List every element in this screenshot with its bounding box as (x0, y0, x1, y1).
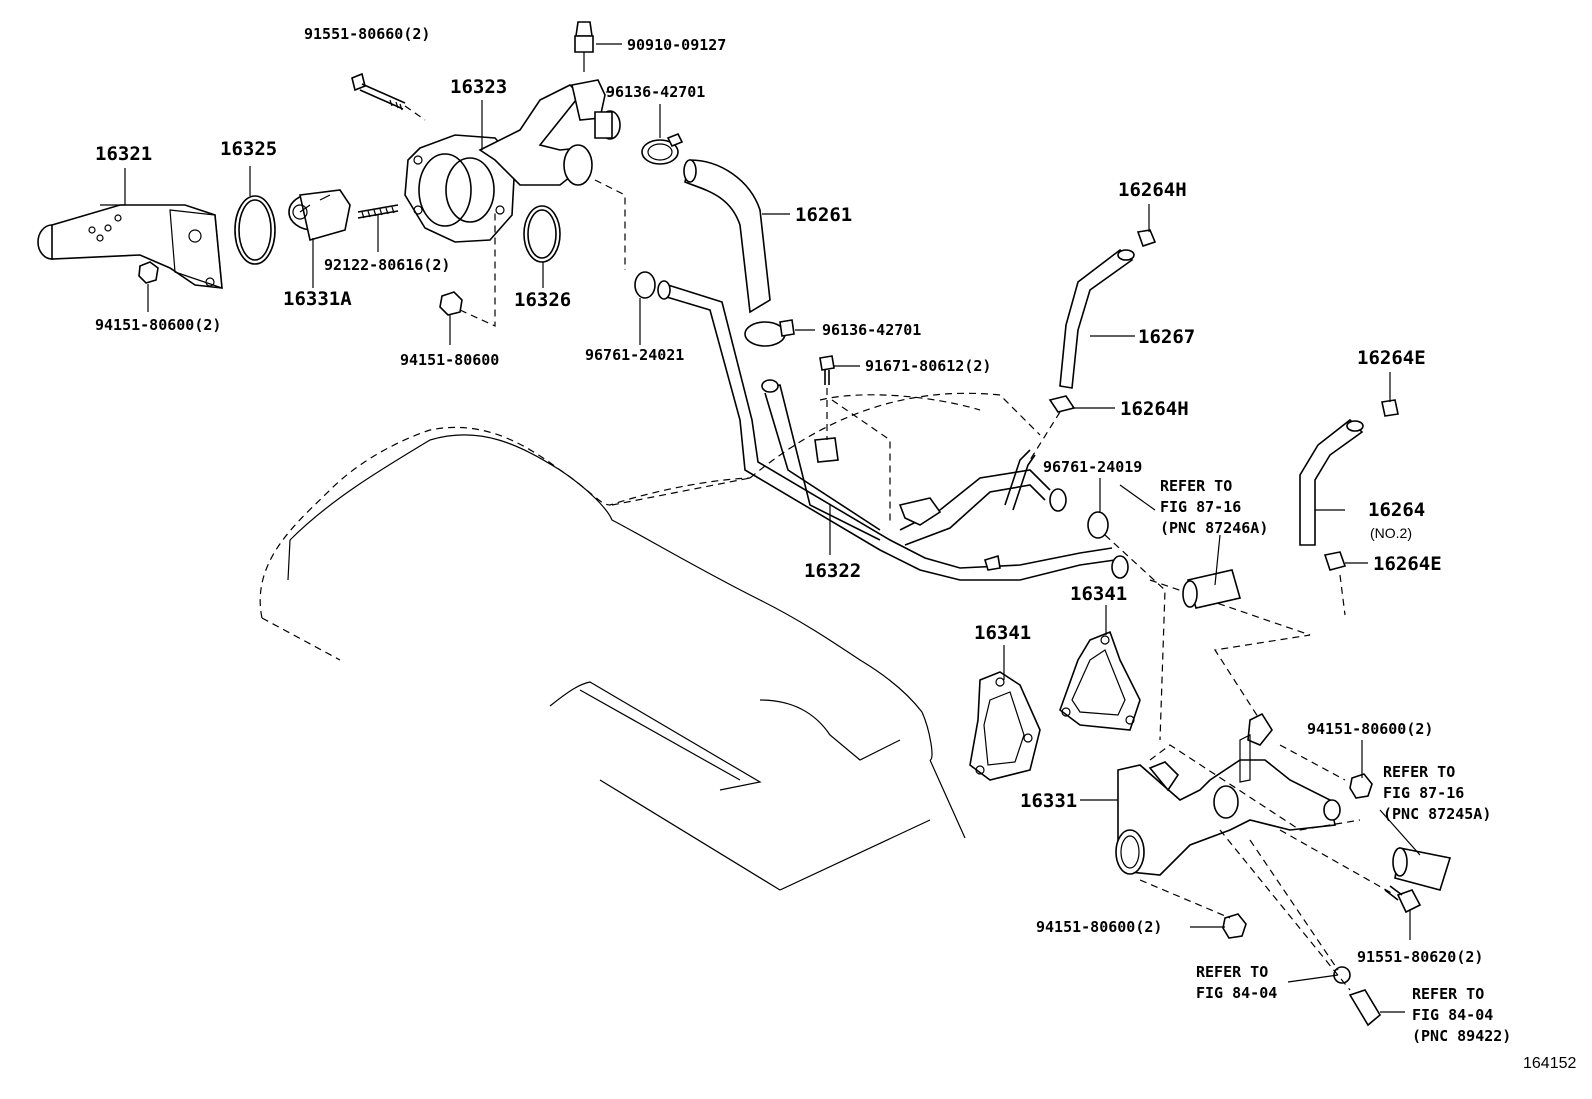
label-16264-no2: (NO.2) (1370, 525, 1412, 541)
engine-block-outline (259, 392, 1311, 891)
label-16321: 16321 (95, 143, 153, 165)
clamp-96136-mid-drawing (744, 319, 795, 347)
refer-line: REFER TO (1160, 477, 1233, 495)
sensor-90910-09127-drawing (574, 21, 594, 72)
nut-drawings (138, 210, 496, 327)
refer-line: (PNC 87246A) (1160, 519, 1269, 537)
callout-94151-80600-left: 94151-80600(2) (95, 316, 222, 334)
refer-to-87245A: REFER TO FIG 87-16 (PNC 87245A) (1383, 762, 1491, 825)
part-16331-drawing (1115, 712, 1341, 876)
callout-91551-80620: 91551-80620(2) (1357, 948, 1484, 966)
refer-line: FIG 87-16 (1383, 784, 1465, 802)
callout-96136-42701-top: 96136-42701 (606, 83, 706, 101)
refer-to-87246A: REFER TO FIG 87-16 (PNC 87246A) (1160, 476, 1268, 539)
callout-91551-80660: 91551-80660(2) (304, 25, 431, 43)
label-16267: 16267 (1138, 326, 1196, 348)
refer-line: REFER TO (1196, 963, 1269, 981)
label-16264E-bot: 16264E (1373, 553, 1442, 575)
external-hoses-drawing (1182, 569, 1452, 891)
label-16326: 16326 (514, 289, 572, 311)
callout-96136-42701-mid: 96136-42701 (822, 321, 922, 339)
label-16322: 16322 (804, 560, 862, 582)
refer-line: FIG 84-04 (1412, 1006, 1494, 1024)
label-16264: 16264 (1368, 499, 1426, 521)
oring-96761-24021-drawing (594, 179, 656, 299)
bolt-91551-80660-drawing (351, 72, 426, 121)
leader-lines (100, 43, 1421, 1013)
gasket-16341-right-drawing (1059, 630, 1141, 731)
hose-16264-drawing (1299, 399, 1399, 616)
label-16331A: 16331A (283, 288, 352, 310)
label-16264H-top: 16264H (1118, 179, 1187, 201)
callout-94151-80600-bottom: 94151-80600(2) (1036, 918, 1163, 936)
part-16321-drawing (37, 204, 223, 289)
lower-fasteners-drawing (1139, 744, 1422, 1027)
label-16264H-mid: 16264H (1120, 398, 1189, 420)
refer-line: REFER TO (1412, 985, 1485, 1003)
bolt-91671-drawing (819, 355, 891, 525)
label-16261: 16261 (795, 204, 853, 226)
refer-line: FIG 84-04 (1196, 984, 1278, 1002)
part-16326-drawing (523, 205, 561, 263)
figure-id: 164152 (1523, 1055, 1577, 1072)
refer-to-84-04-left: REFER TO FIG 84-04 (1196, 962, 1277, 1004)
refer-line: FIG 87-16 (1160, 498, 1242, 516)
part-16325-drawing (234, 195, 276, 265)
callout-94151-80600-mid: 94151-80600 (400, 351, 500, 369)
gasket-16341-left-drawing (969, 671, 1041, 781)
oring-96761-24019-drawing (1087, 511, 1166, 741)
callout-91671-80612: 91671-80612(2) (865, 357, 992, 375)
refer-line: REFER TO (1383, 763, 1456, 781)
refer-to-89422: REFER TO FIG 84-04 (PNC 89422) (1412, 984, 1511, 1047)
callout-92122-80616: 92122-80616(2) (324, 256, 451, 274)
label-16264E-top: 16264E (1357, 347, 1426, 369)
label-16323: 16323 (450, 76, 508, 98)
clamp-96136-top-drawing (641, 132, 684, 165)
label-16331: 16331 (1020, 790, 1078, 812)
label-16341-left: 16341 (974, 622, 1032, 644)
part-16331A-drawing (288, 189, 351, 242)
callout-94151-80600-right: 94151-80600(2) (1307, 720, 1434, 738)
callout-96761-24019: 96761-24019 (1043, 458, 1143, 476)
label-16341-right: 16341 (1070, 583, 1128, 605)
hose-16267-drawing (1029, 229, 1157, 461)
callout-90910-09127: 90910-09127 (627, 36, 727, 54)
refer-line: (PNC 87245A) (1383, 805, 1492, 823)
callout-96761-24021: 96761-24021 (585, 346, 685, 364)
label-16325: 16325 (220, 138, 278, 160)
refer-line: (PNC 89422) (1412, 1027, 1512, 1045)
part-16323-drawing (404, 79, 621, 243)
stud-92122-drawing (357, 204, 399, 252)
pipe-16322-drawing (657, 280, 1129, 581)
hose-16261-drawing (683, 159, 771, 314)
